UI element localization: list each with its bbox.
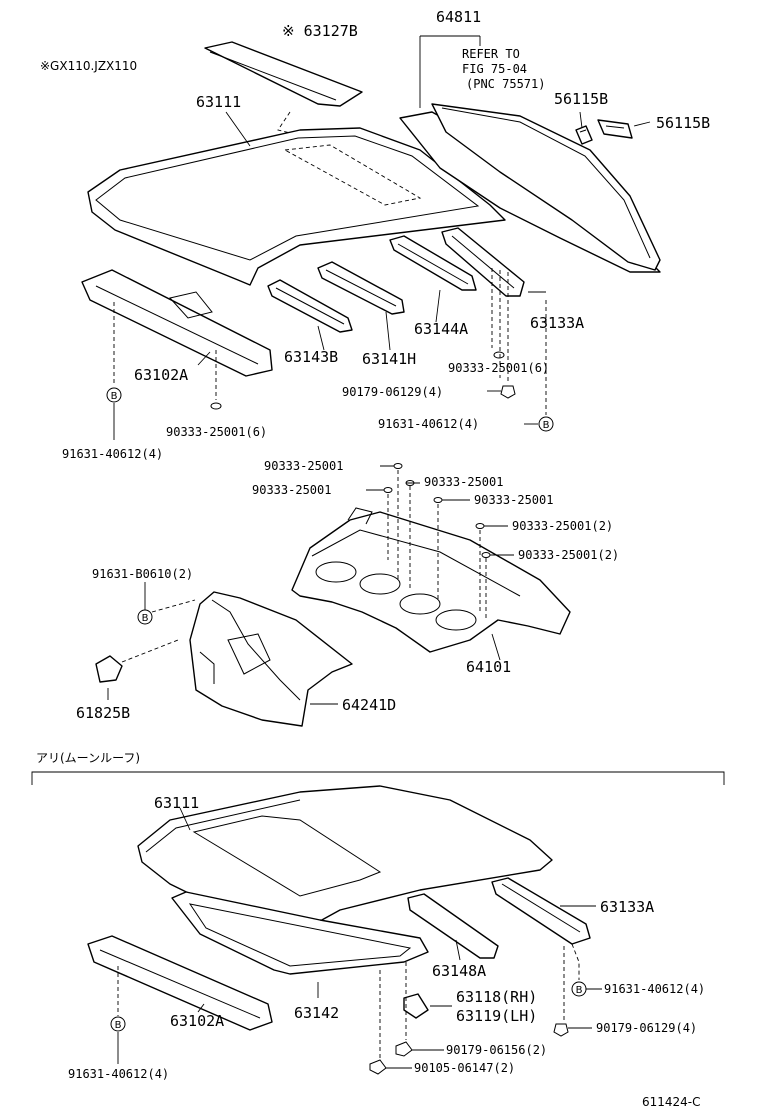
bolt-90179-bottom	[553, 1023, 569, 1037]
label-refer-2: FIG 75-04	[462, 62, 527, 76]
label-refer-3: (PNC 75571)	[466, 77, 545, 91]
bolt-90179-top	[500, 385, 516, 399]
circle-b-label: B	[142, 613, 149, 624]
label-63127B: ※ 63127B	[282, 22, 358, 40]
label-90179-06129-4-top: 90179-06129(4)	[342, 385, 443, 399]
part-64101	[291, 507, 571, 653]
bolt-90333-top-right	[493, 351, 505, 359]
label-63133A-bottom: 63133A	[600, 898, 654, 916]
part-63111-top	[87, 127, 506, 286]
label-90333-25001-6-right: 90333-25001(6)	[448, 361, 549, 375]
label-56115B-b: 56115B	[656, 114, 710, 132]
leader	[419, 35, 481, 108]
label-refer-1: REFER TO	[462, 47, 520, 61]
label-91631-40612-4-bottom-right: 91631-40612(4)	[604, 982, 705, 996]
label-91631-40612-4-left: 91631-40612(4)	[62, 447, 163, 461]
label-63141H: 63141H	[362, 350, 416, 368]
lead-dash	[121, 639, 179, 663]
label-90333-25001-d: 90333-25001	[474, 493, 553, 507]
label-figure-id: 611424-C	[642, 1095, 701, 1109]
part-63133A-top	[441, 227, 525, 297]
leader	[455, 939, 461, 961]
bolt-90333-top-left	[210, 402, 222, 410]
lead-dash	[563, 943, 580, 1022]
label-63144A: 63144A	[414, 320, 468, 338]
label-63111-bottom: 63111	[154, 794, 199, 812]
circle-b-label: B	[576, 985, 583, 996]
label-64241D: 64241D	[342, 696, 396, 714]
part-63102A-bottom	[87, 935, 273, 1031]
label-91631-40612-4-right: 91631-40612(4)	[378, 417, 479, 431]
leader	[435, 289, 441, 323]
label-64811: 64811	[436, 8, 481, 26]
label-90333-25001-a: 90333-25001	[264, 459, 343, 473]
label-64101: 64101	[466, 658, 511, 676]
part-61825B	[95, 655, 123, 683]
leader	[197, 351, 211, 366]
label-90333-25001-b: 90333-25001	[424, 475, 503, 489]
leader	[179, 807, 191, 831]
part-63141H	[317, 261, 405, 315]
lead-dash	[379, 962, 407, 1058]
circle-b-label: B	[543, 420, 550, 431]
part-64811	[399, 103, 661, 273]
label-91631-40612-4-bottom-left: 91631-40612(4)	[68, 1067, 169, 1081]
label-63142: 63142	[294, 1004, 339, 1022]
label-63133A-top: 63133A	[530, 314, 584, 332]
part-63102A-top	[81, 269, 273, 377]
part-63118-63119	[403, 993, 429, 1019]
label-63148A: 63148A	[432, 962, 486, 980]
label-63111-top: 63111	[196, 93, 241, 111]
label-section-moonroof: アリ(ムーンルーフ)	[36, 751, 140, 765]
label-63119: 63119(LH)	[456, 1007, 537, 1025]
part-64241D	[189, 591, 353, 727]
circle-b-bottom-left	[110, 1016, 126, 1032]
label-63102A-bottom: 63102A	[170, 1012, 224, 1030]
label-90333-25001-e: 90333-25001(2)	[512, 519, 613, 533]
label-63118: 63118(RH)	[456, 988, 537, 1006]
label-90105-06147: 90105-06147(2)	[414, 1061, 515, 1075]
leader	[579, 111, 651, 129]
label-61825B: 61825B	[76, 704, 130, 722]
bolt-90179-06156	[395, 1041, 413, 1057]
label-90333-25001-c: 90333-25001	[252, 483, 331, 497]
part-63144A	[389, 235, 477, 291]
part-63143B	[267, 279, 353, 333]
part-63133A-bottom	[491, 877, 591, 945]
bolt-90105-06147	[369, 1059, 387, 1075]
section-bracket	[31, 771, 725, 785]
part-56115B-clip-a	[575, 125, 593, 145]
leader	[491, 633, 501, 661]
leader	[385, 311, 391, 351]
part-63127B	[204, 41, 363, 107]
label-63102A-top: 63102A	[134, 366, 188, 384]
label-90333-25001-6-left: 90333-25001(6)	[166, 425, 267, 439]
lead-dash	[151, 599, 196, 613]
lead-dash	[387, 470, 487, 620]
leader	[568, 988, 602, 1029]
part-63142	[171, 891, 429, 975]
label-90333-25001-f: 90333-25001(2)	[518, 548, 619, 562]
circle-b-top-left	[106, 387, 122, 403]
part-56115B-clip-b	[597, 119, 633, 139]
label-90179-06156: 90179-06156(2)	[446, 1043, 547, 1057]
label-56115B-a: 56115B	[554, 90, 608, 108]
leader	[317, 325, 325, 351]
part-63148A	[407, 893, 499, 959]
label-91631-B0610: 91631-B0610(2)	[92, 567, 193, 581]
circle-b-top-right	[538, 416, 554, 432]
circle-b-label: B	[115, 1020, 122, 1031]
leader	[366, 465, 514, 556]
label-90179-06129-4-bottom: 90179-06129(4)	[596, 1021, 697, 1035]
leader	[197, 1003, 205, 1013]
leader	[225, 111, 251, 147]
circle-b-label: B	[111, 391, 118, 402]
label-note-gx110: ※GX110.JZX110	[40, 59, 137, 73]
label-63143B: 63143B	[284, 348, 338, 366]
